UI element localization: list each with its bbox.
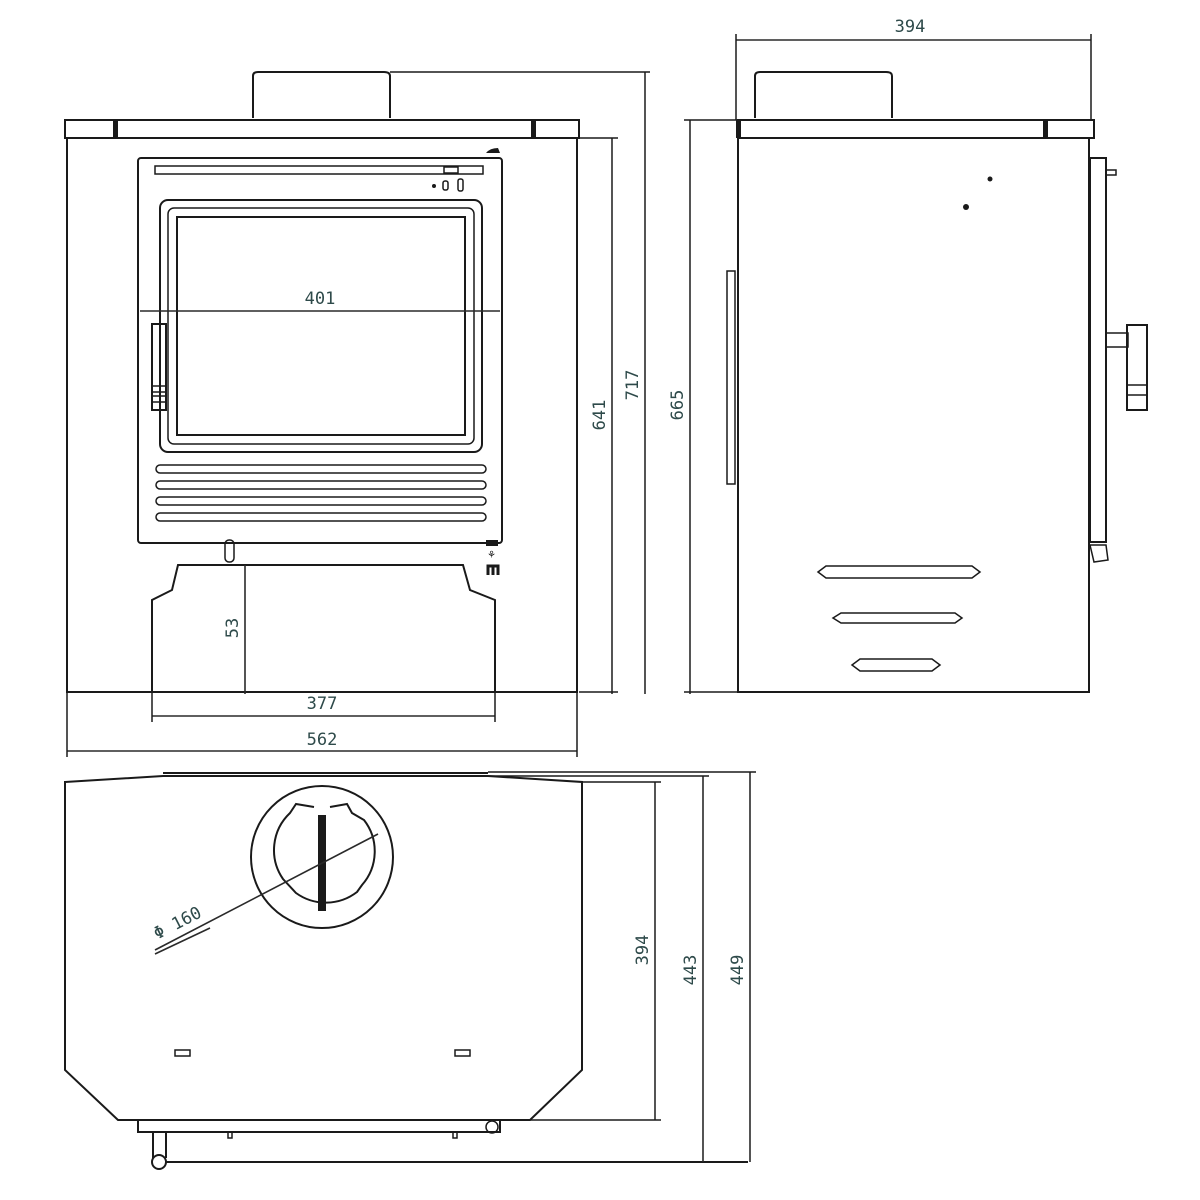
side-dimensions: 394 665 xyxy=(668,17,1092,694)
side-vent xyxy=(816,565,982,579)
dim-leg-height: 53 xyxy=(223,618,243,638)
side-rail xyxy=(726,270,736,485)
top-handle xyxy=(152,1132,167,1158)
side-view xyxy=(726,71,1148,693)
dim-top-body-depth: 394 xyxy=(633,935,653,966)
side-vent xyxy=(850,658,942,672)
glass-panel xyxy=(176,216,466,436)
stove-base xyxy=(151,564,496,692)
door-frame xyxy=(137,157,503,544)
dim-body-height: 641 xyxy=(590,400,610,431)
dim-side-depth: 394 xyxy=(895,17,926,37)
logo-icon xyxy=(486,564,500,575)
flue-ring xyxy=(250,785,394,929)
side-door-handle xyxy=(1126,324,1148,411)
dim-side-height: 665 xyxy=(668,390,688,421)
flue-baffle xyxy=(273,802,376,904)
dim-glass-width: 401 xyxy=(305,289,336,309)
side-body xyxy=(737,138,1090,693)
flue-collar xyxy=(252,71,391,118)
air-slot xyxy=(154,165,484,175)
top-plate xyxy=(64,119,580,139)
front-view: ⚘ xyxy=(64,71,580,693)
front-dimensions: 401 53 377 562 641 717 xyxy=(66,71,650,757)
stove-body xyxy=(66,138,578,693)
svg-text:⚘: ⚘ xyxy=(487,550,496,561)
ash-grille xyxy=(155,464,487,522)
dim-base-width: 377 xyxy=(307,694,338,714)
dim-overall-width: 562 xyxy=(307,730,338,750)
top-view xyxy=(64,772,748,1170)
side-top-plate xyxy=(737,119,1095,139)
dim-overall-height: 717 xyxy=(623,370,643,401)
glass-outer xyxy=(159,199,483,453)
side-vent xyxy=(831,612,964,624)
dim-top-depth-handle: 443 xyxy=(681,955,701,986)
top-outline xyxy=(64,775,583,1121)
side-door-edge xyxy=(1089,157,1107,543)
top-door-edge xyxy=(137,1120,501,1133)
top-dimensions: Φ 160 394 443 449 xyxy=(150,771,756,1162)
riddler-knob xyxy=(224,539,235,563)
side-flue-collar xyxy=(754,71,893,118)
dim-top-overall-depth: 449 xyxy=(728,955,748,986)
door-handle xyxy=(151,323,167,411)
